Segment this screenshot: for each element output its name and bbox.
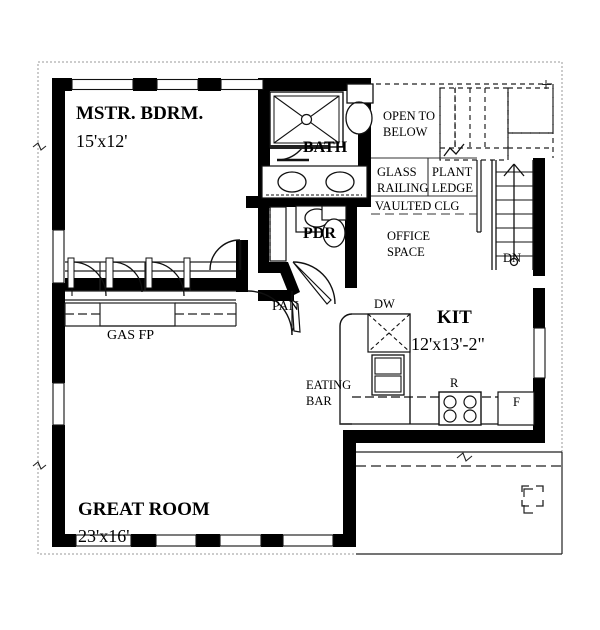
dimension-ticks [32,142,473,470]
annotation-vaulted-ceiling: VAULTED CLG [375,199,460,213]
room-label-kitchen: KIT [437,307,472,328]
annotation-separators [371,157,477,215]
refrigerator-fixture [497,391,535,426]
room-dimension-great-room: 23'x16' [78,526,130,546]
plant-ledge-pointer [443,143,465,157]
annotation-dishwasher: DW [374,297,395,311]
annotation-open-to-below-line2: BELOW [383,125,428,139]
toilet-pdr-fixture [321,205,347,248]
eating-bar-counter-end [339,313,353,425]
corner-marker-icon [521,485,544,507]
closet-door-arcs [67,257,191,297]
room-label-bath: BATH [303,139,348,156]
sheet-border [37,61,563,555]
pantry-door [291,298,301,333]
annotation-pantry: PAN [272,299,299,314]
annotation-plant-ledge-line2: LEDGE [432,181,473,195]
pdr-fixtures [295,205,347,248]
dishwasher-fixture [367,313,411,353]
interior-thin-lines [64,261,563,555]
annotation-eating-bar-line2: BAR [306,394,332,408]
room-dimension-master-bedroom: 15'x12' [76,131,128,151]
annotation-glass-railing-line2: RAILING [377,181,429,195]
doors [67,127,353,425]
hall-door-greatroom [247,290,293,336]
bedroom-hall-door [209,239,242,271]
annotation-open-to-below-line1: OPEN TO [383,109,435,123]
annotation-office-space-line2: SPACE [387,245,425,259]
kitchen-sink-fixture [371,354,405,396]
bath-fixtures [261,83,374,199]
range-fixture [438,391,482,426]
room-label-master-bedroom: MSTR. BDRM. [76,103,204,124]
toilet-bath-fixture [345,83,374,135]
shower-fixture [269,91,344,149]
annotation-eating-bar-line1: EATING [306,378,352,392]
linen-cabinet [269,206,287,262]
open-to-below-framing [376,83,554,161]
kitchen-fixtures [352,313,535,426]
annotation-office-space-line1: OFFICE [387,229,431,243]
room-label-powder-room: PDR [303,225,336,242]
annotation-stairs-down: DN [503,251,522,265]
framing-tick [542,80,551,89]
annotation-range: R [450,376,459,390]
annotation-plant-ledge-line1: PLANT [432,165,473,179]
pdr-door [292,261,336,305]
room-label-great-room: GREAT ROOM [78,499,210,520]
windows [52,78,546,547]
annotation-refrigerator: F [513,395,520,409]
room-dimension-kitchen: 12'x13'-2" [411,334,485,354]
annotation-gas-fireplace: GAS FP [107,328,155,343]
annotation-glass-railing-line1: GLASS [377,165,417,179]
vanity-fixture [261,165,368,199]
